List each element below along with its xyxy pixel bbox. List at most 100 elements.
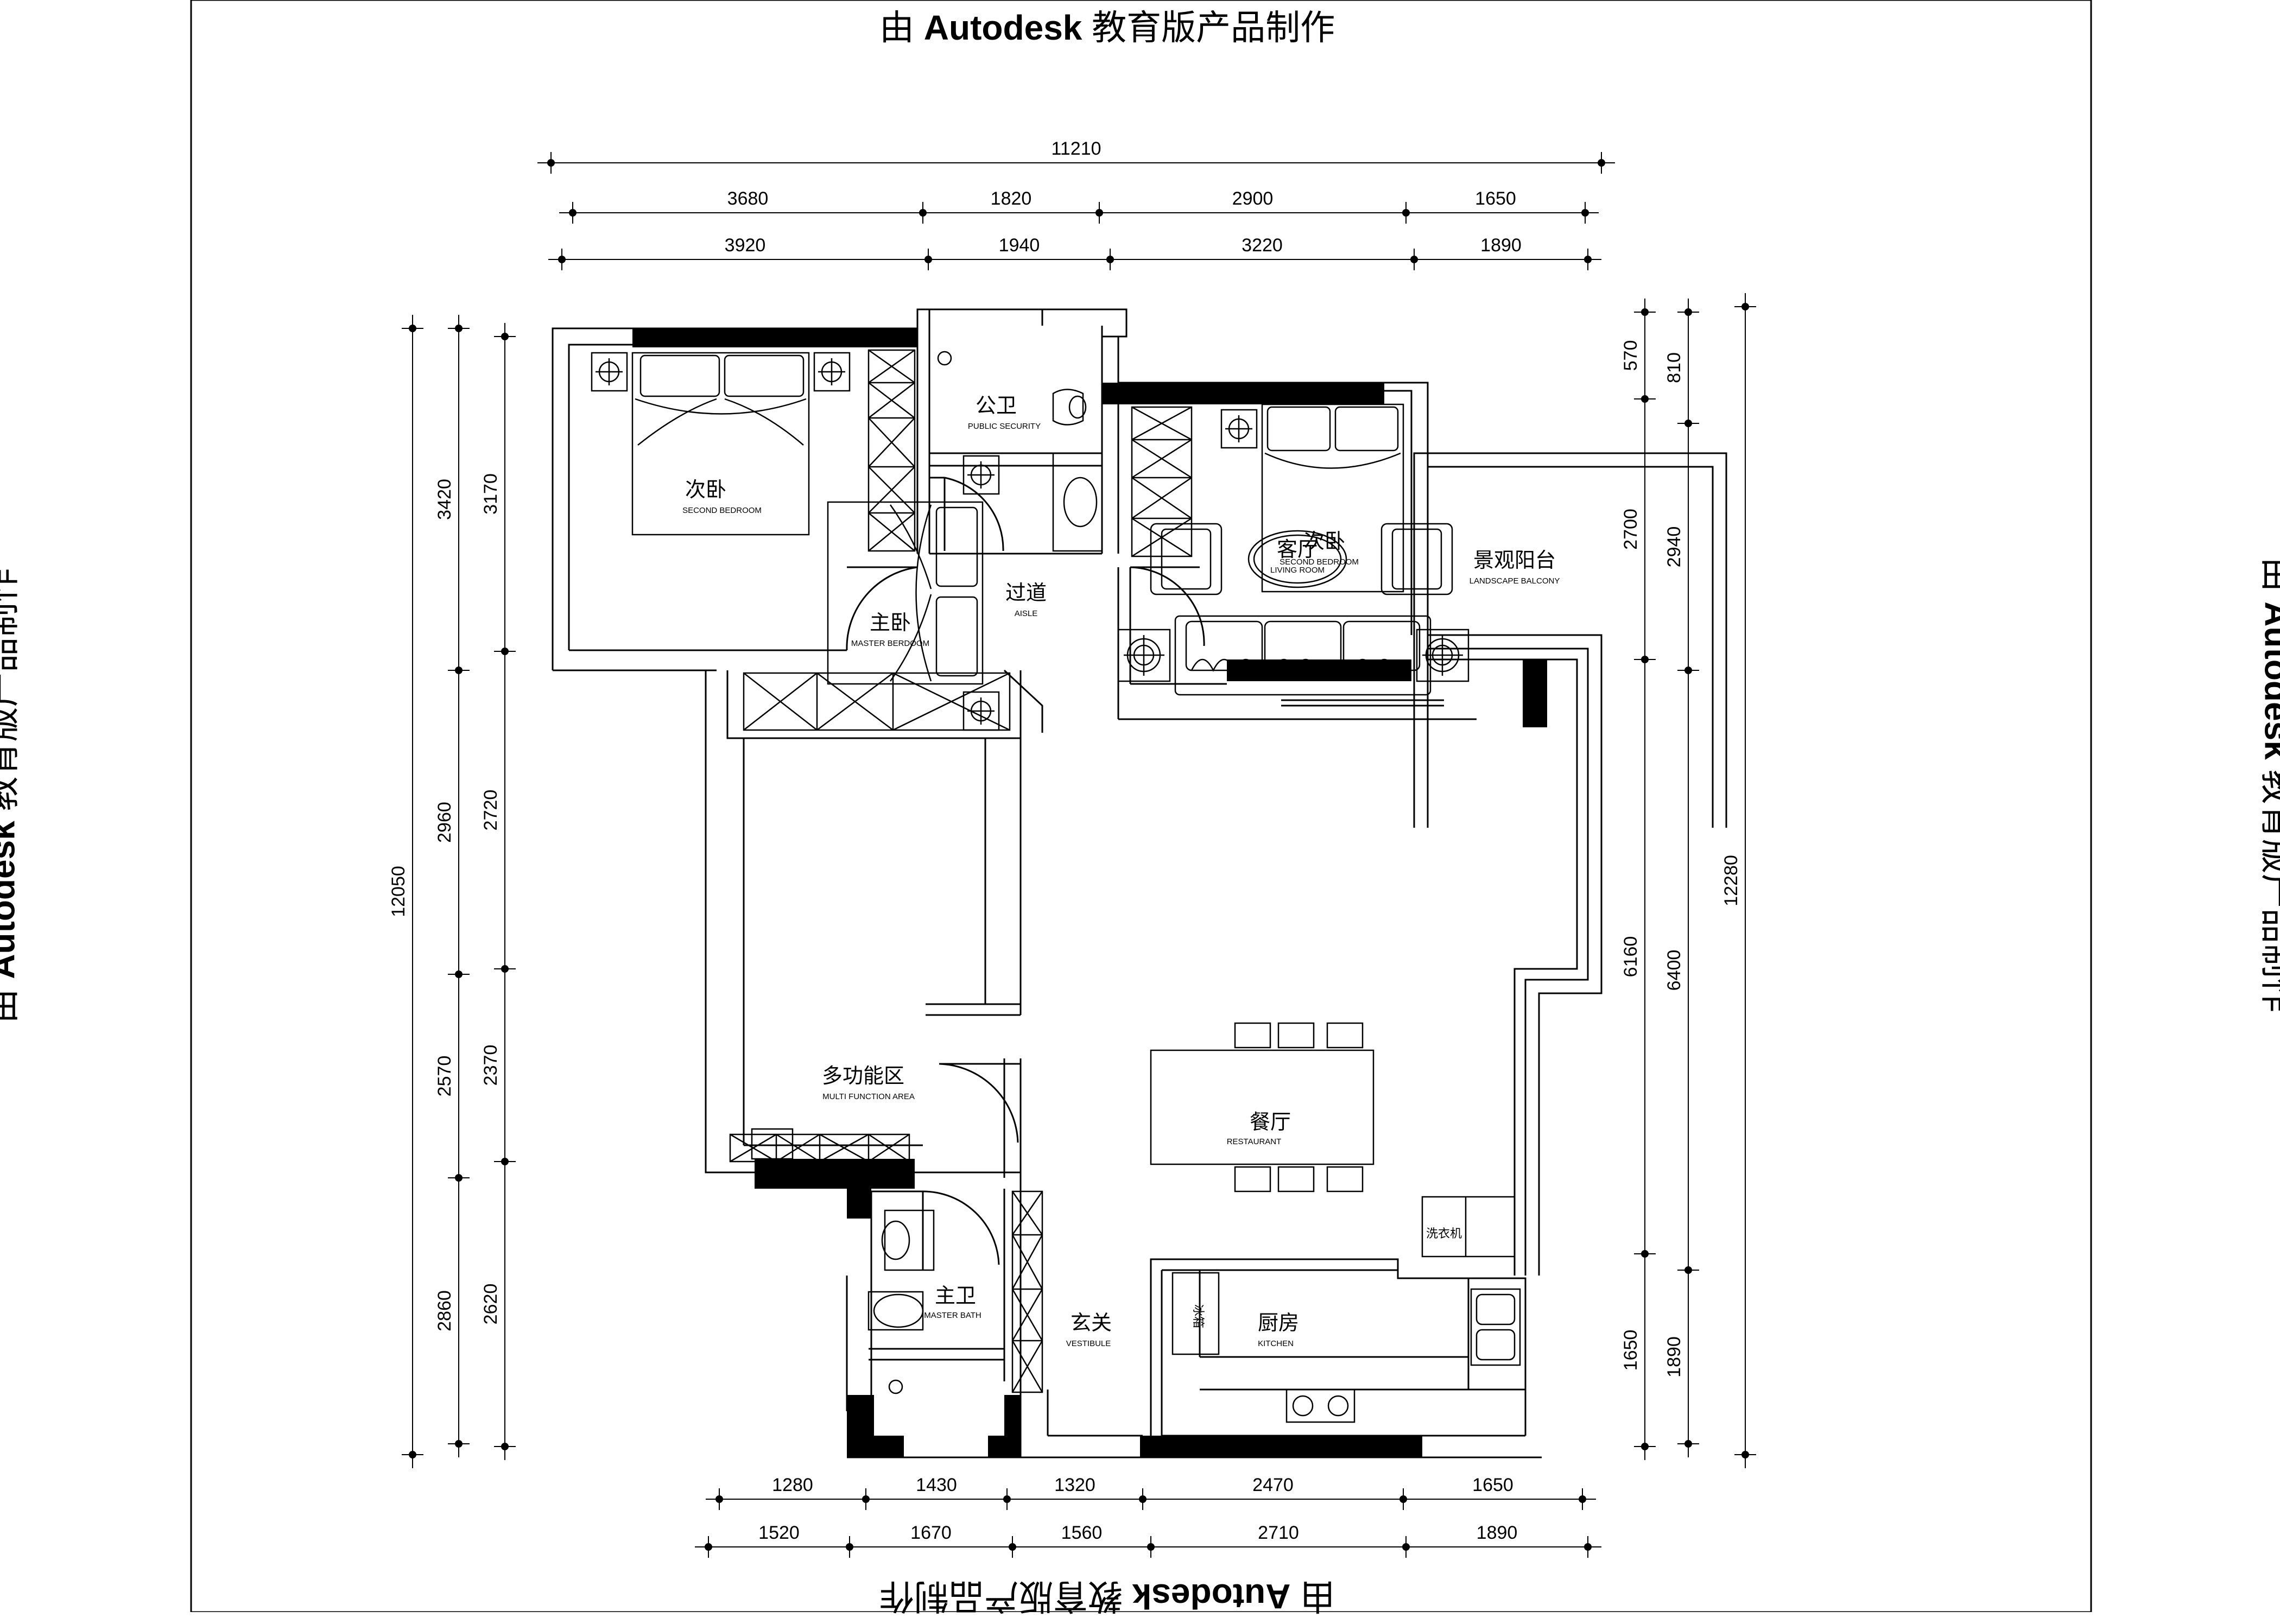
bed bbox=[1261, 403, 1404, 593]
dim-label: 2860 bbox=[434, 1290, 455, 1331]
dining-table bbox=[1150, 1049, 1375, 1165]
dim-label: 12050 bbox=[388, 866, 409, 917]
solid-walls bbox=[632, 328, 1547, 1457]
room-label-cn: 次卧 bbox=[1304, 530, 1345, 553]
furniture bbox=[591, 349, 1404, 731]
dim-dot bbox=[1584, 256, 1592, 263]
dim-dot bbox=[1584, 1543, 1592, 1551]
room-label-cn: 餐厅 bbox=[1250, 1111, 1291, 1134]
room-label-cn: 客厅 bbox=[1277, 538, 1318, 561]
dim-dot bbox=[409, 325, 416, 332]
dim-dot bbox=[1106, 256, 1114, 263]
room-label-en: LANDSCAPE BALCONY bbox=[1470, 576, 1560, 586]
dim-label: 810 bbox=[1664, 352, 1684, 383]
dim-label: 1650 bbox=[1620, 1330, 1641, 1371]
dim-dot bbox=[1741, 303, 1749, 310]
dim-dot bbox=[569, 209, 577, 217]
dim-dot bbox=[1009, 1543, 1016, 1551]
dim-label: 6400 bbox=[1664, 950, 1684, 991]
dim-dot bbox=[1399, 1495, 1407, 1503]
dim-dot bbox=[1579, 1495, 1586, 1503]
dim-dot bbox=[715, 1495, 723, 1503]
dim-label: 570 bbox=[1620, 340, 1641, 371]
armchair bbox=[1150, 523, 1223, 595]
lamp-icon bbox=[591, 352, 851, 392]
dim-label: 1560 bbox=[1061, 1522, 1103, 1543]
dim-label: 2370 bbox=[480, 1045, 501, 1086]
room-label-en: VESTIBULE bbox=[1066, 1339, 1111, 1348]
room-label-en: LIVING ROOM bbox=[1270, 566, 1325, 575]
dim-dot bbox=[455, 970, 463, 978]
dim-label: 2570 bbox=[434, 1056, 455, 1097]
dim-label: 2470 bbox=[1252, 1475, 1294, 1495]
room-label-en: PUBLIC SECURITY bbox=[968, 422, 1041, 431]
room-label-cn: 主卧 bbox=[870, 612, 911, 635]
dim-label: 2720 bbox=[480, 790, 501, 831]
dim-dot bbox=[501, 333, 509, 340]
dim-label: 1890 bbox=[1477, 1522, 1518, 1543]
dim-dot bbox=[1684, 308, 1692, 316]
walls bbox=[552, 308, 1727, 1458]
dim-dot bbox=[1003, 1495, 1011, 1503]
dim-dot bbox=[1581, 209, 1589, 217]
dim-dot bbox=[455, 1440, 463, 1448]
dim-label: 1890 bbox=[1664, 1336, 1684, 1378]
room-label-cn: 公卫 bbox=[976, 395, 1017, 417]
dim-label: 1520 bbox=[758, 1522, 800, 1543]
dim-dot bbox=[547, 159, 555, 167]
dim-label: 3680 bbox=[727, 188, 769, 209]
coffee-table bbox=[1247, 530, 1347, 588]
dim-label: 1650 bbox=[1475, 188, 1516, 209]
dim-dot bbox=[924, 256, 932, 263]
dim-label: 1940 bbox=[999, 235, 1040, 256]
dim-dot bbox=[862, 1495, 870, 1503]
room-label-cn: 景观阳台 bbox=[1473, 549, 1556, 572]
dim-label: 1320 bbox=[1054, 1475, 1095, 1495]
dim-dot bbox=[501, 648, 509, 655]
room-label-en: AISLE bbox=[1015, 609, 1038, 618]
room-label-en: SECOND BEDROOM bbox=[682, 506, 762, 515]
dim-dot bbox=[1741, 1451, 1749, 1458]
dim-label: 2700 bbox=[1620, 509, 1641, 550]
dim-label: 1670 bbox=[910, 1522, 952, 1543]
dim-dot bbox=[558, 256, 566, 263]
room-label-cn: 主卫 bbox=[935, 1285, 976, 1308]
dim-dot bbox=[1095, 209, 1103, 217]
dim-dot bbox=[501, 965, 509, 973]
dim-label: 1890 bbox=[1480, 235, 1522, 256]
dim-dot bbox=[1402, 1543, 1410, 1551]
dim-label: 11210 bbox=[1051, 138, 1101, 159]
dim-dot bbox=[846, 1543, 853, 1551]
dim-label: 2620 bbox=[480, 1284, 501, 1325]
room-label-en: MASTER BATH bbox=[924, 1311, 981, 1320]
appliance-label: 冰箱 bbox=[1192, 1304, 1205, 1328]
room-label-cn: 玄关 bbox=[1071, 1312, 1112, 1335]
dim-dot bbox=[1641, 395, 1649, 403]
doors bbox=[846, 477, 1205, 1270]
room-label-en: RESTAURANT bbox=[1227, 1137, 1282, 1146]
room-label-en: KITCHEN bbox=[1258, 1339, 1294, 1348]
dim-label: 2960 bbox=[434, 802, 455, 843]
dim-dot bbox=[1410, 256, 1418, 263]
living-furniture bbox=[729, 351, 1521, 1423]
room-label-cn: 次卧 bbox=[685, 479, 726, 502]
drawing-frame bbox=[190, 0, 2092, 1612]
dim-label: 3170 bbox=[480, 473, 501, 515]
dim-dot bbox=[1641, 1250, 1649, 1258]
appliance-label: 洗衣机 bbox=[1426, 1227, 1462, 1240]
dim-label: 1820 bbox=[991, 188, 1032, 209]
dim-dot bbox=[1684, 420, 1692, 427]
dim-label: 1430 bbox=[916, 1475, 957, 1495]
dim-dot bbox=[1641, 308, 1649, 316]
dim-label: 3420 bbox=[434, 479, 455, 520]
room-label-cn: 多功能区 bbox=[822, 1065, 904, 1088]
sofa bbox=[1174, 615, 1432, 696]
dim-dot bbox=[501, 1443, 509, 1450]
dim-label: 3920 bbox=[725, 235, 766, 256]
dim-label: 3220 bbox=[1242, 235, 1283, 256]
dim-label: 6160 bbox=[1620, 936, 1641, 978]
dim-dot bbox=[1402, 209, 1410, 217]
dim-dot bbox=[409, 1451, 416, 1458]
dim-dot bbox=[455, 667, 463, 674]
